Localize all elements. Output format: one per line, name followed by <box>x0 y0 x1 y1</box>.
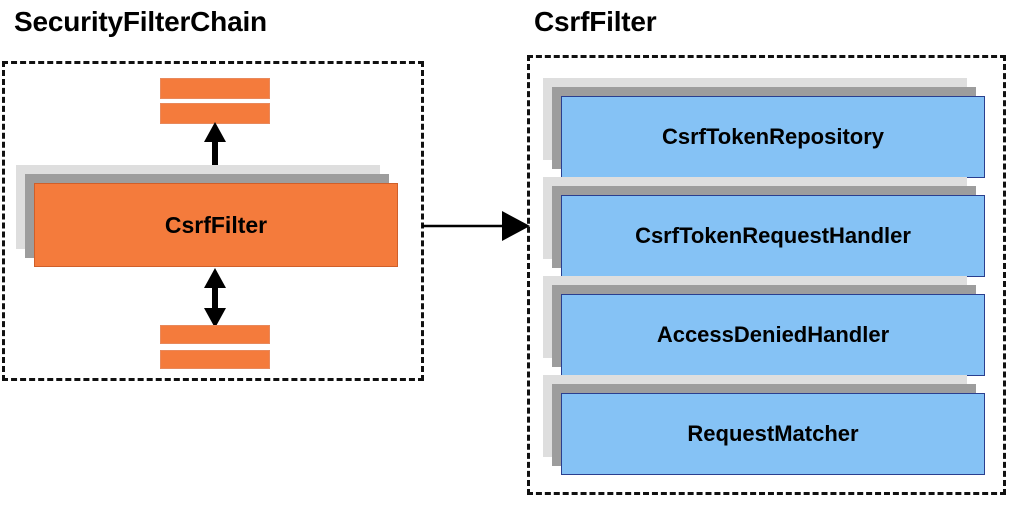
filter-slab-above-2 <box>160 103 270 124</box>
filter-slab-below-1 <box>160 325 270 344</box>
page-title-csrf-filter: CsrfFilter <box>534 6 657 37</box>
csrf-filter-panel <box>527 55 1006 495</box>
card-face: RequestMatcher <box>561 393 985 475</box>
card-csrf-token-repository[interactable]: CsrfTokenRepository <box>543 78 985 178</box>
card-label-csrf-filter: CsrfFilter <box>164 211 268 238</box>
security-filter-chain-panel <box>2 61 424 381</box>
filter-slab-above-1 <box>160 78 270 99</box>
card-face: CsrfFilter <box>34 183 398 267</box>
card-label-csrf-token-repository: CsrfTokenRepository <box>661 124 885 149</box>
card-face: CsrfTokenRepository <box>561 96 985 178</box>
double-arrow-down-icon <box>204 268 226 328</box>
card-request-matcher[interactable]: RequestMatcher <box>543 375 985 475</box>
card-label-access-denied-handler: AccessDeniedHandler <box>656 322 890 347</box>
card-csrf-token-request-handler[interactable]: CsrfTokenRequestHandler <box>543 177 985 277</box>
card-label-request-matcher: RequestMatcher <box>687 421 859 446</box>
card-access-denied-handler[interactable]: AccessDeniedHandler <box>543 276 985 376</box>
card-face: AccessDeniedHandler <box>561 294 985 376</box>
card-csrf-filter[interactable]: CsrfFilter <box>16 165 398 267</box>
expand-arrow-icon <box>422 211 530 241</box>
card-label-csrf-token-request-handler: CsrfTokenRequestHandler <box>635 223 911 248</box>
page-title-security-filter-chain: SecurityFilterChain <box>14 6 267 37</box>
filter-slab-below-2 <box>160 350 270 369</box>
card-face: CsrfTokenRequestHandler <box>561 195 985 277</box>
